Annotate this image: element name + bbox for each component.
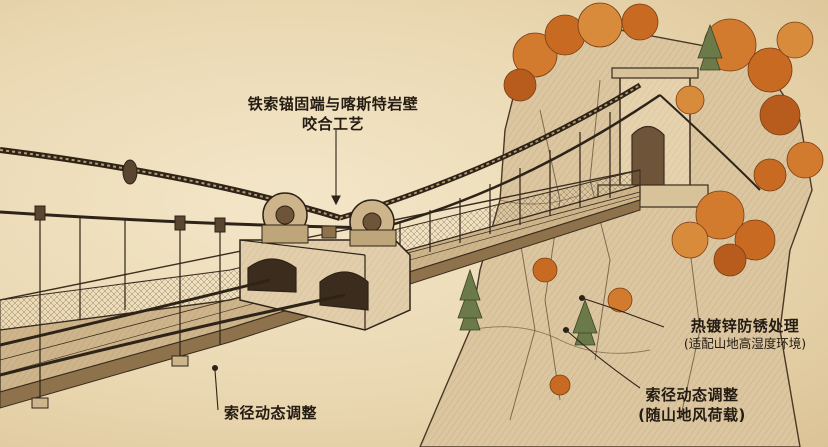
anchor-annotation: 铁索锚固端与喀斯特岩壁 咬合工艺 [228,94,438,135]
anchor-annotation-line1: 铁索锚固端与喀斯特岩壁 [247,95,419,113]
pine-trees [457,23,723,346]
leader-lines [211,130,665,411]
anchor-annotation-line2: 咬合工艺 [301,115,364,134]
cable-adjust-right-annotation: 索径动态调整 (随山地风荷载) [632,385,752,426]
cable-adjust-right-line1: 索径动态调整 [645,386,739,404]
cable-adjust-right-line2: (随山地风荷载) [638,406,746,425]
galvanize-annotation-line1: 热镀锌防锈处理 [690,317,800,335]
autumn-foliage [503,2,824,396]
karst-cliff [419,29,813,447]
galvanize-annotation: 热镀锌防锈处理 (适配山地高湿度环境) [666,316,824,353]
cable-clamps [31,159,226,409]
tunnel-cables [0,278,346,377]
galvanize-annotation-line2: (适配山地高湿度环境) [683,336,807,352]
cable-adjust-left-annotation: 索径动态调整 [224,403,334,423]
hangers [39,112,611,400]
cable-adjust-left-line1: 索径动态调整 [224,404,318,422]
